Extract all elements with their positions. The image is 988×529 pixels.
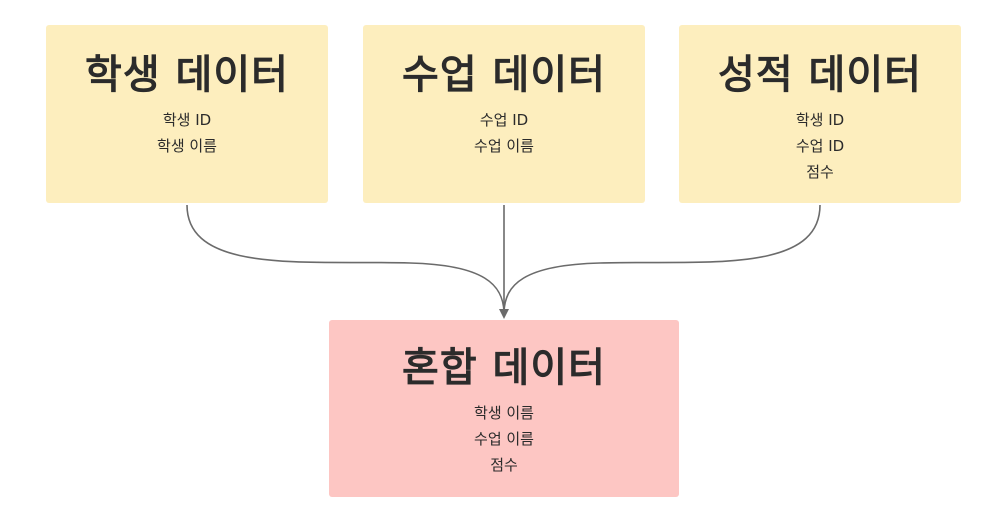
merged-data-box: 혼합 데이터 학생 이름 수업 이름 점수 [329,320,679,497]
field-item: 학생 ID [162,111,212,129]
class-data-fields: 수업 ID 수업 이름 [363,107,645,159]
field-item: 점수 [490,456,518,474]
student-data-title: 학생 데이터 [85,52,289,98]
merged-data-title: 혼합 데이터 [402,345,606,391]
connector-grade-to-merged [503,204,821,313]
field-item: 학생 이름 [474,404,534,422]
merged-data-fields: 학생 이름 수업 이름 점수 [329,400,679,478]
student-data-fields: 학생 ID 학생 이름 [46,107,328,159]
class-data-title: 수업 데이터 [402,52,606,98]
field-item: 수업 ID [479,111,529,129]
arrowhead-icon [499,309,509,319]
field-item: 수업 이름 [474,430,534,448]
connector-student-to-merged [186,204,505,313]
grade-data-fields: 학생 ID 수업 ID 점수 [679,107,961,185]
field-item: 학생 ID [795,111,845,129]
student-data-box: 학생 데이터 학생 ID 학생 이름 [46,25,328,203]
grade-data-title: 성적 데이터 [718,52,922,98]
field-item: 수업 ID [795,137,845,155]
field-item: 수업 이름 [474,137,534,155]
field-item: 점수 [806,163,834,181]
field-item: 학생 이름 [157,137,217,155]
class-data-box: 수업 데이터 수업 ID 수업 이름 [363,25,645,203]
grade-data-box: 성적 데이터 학생 ID 수업 ID 점수 [679,25,961,203]
